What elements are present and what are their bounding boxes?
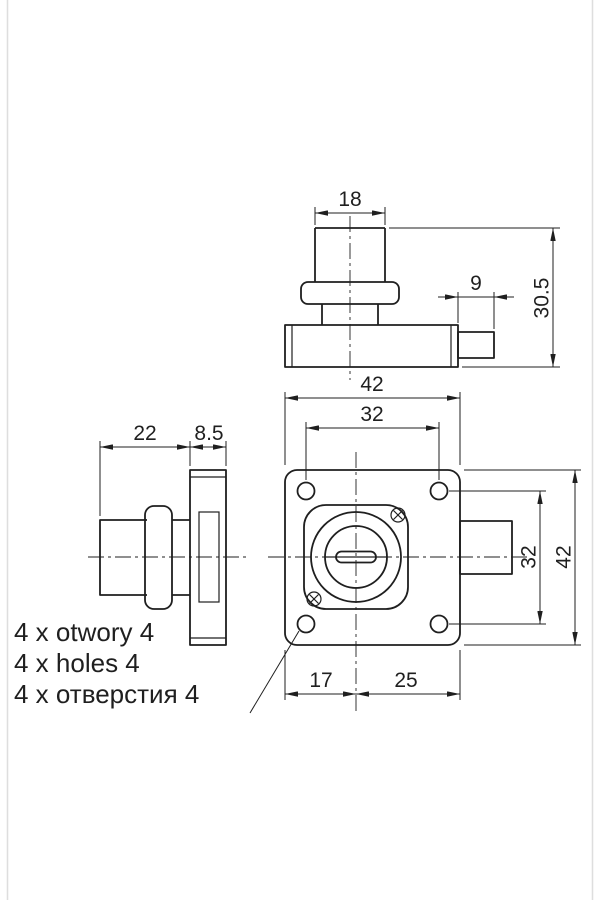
dim-label-42-right: 42 [553, 545, 576, 568]
cylinder-housing [303, 504, 409, 610]
dim-label-30-5: 30.5 [531, 278, 554, 319]
fixing-screw-top-right [390, 507, 406, 523]
dimension-hole-spacing-vertical: 32 [449, 490, 546, 625]
annotation-holes-pl: 4 x otwory 4 [14, 617, 154, 647]
dim-label-17: 17 [309, 669, 332, 692]
dimension-total-height: 30.5 [389, 227, 560, 368]
top-view: 18 9 30.5 [284, 188, 560, 380]
dim-label-32-top: 32 [360, 403, 383, 426]
annotation-leader-line [249, 630, 300, 714]
holes-annotation: 4 x otwory 4 4 x holes 4 4 x отверстия 4 [14, 617, 300, 714]
dimension-hole-spacing-horizontal: 32 [305, 403, 440, 480]
dim-label-32-right: 32 [518, 545, 541, 568]
dim-label-42-top: 42 [360, 373, 383, 396]
dim-label-25: 25 [394, 669, 417, 692]
annotation-holes-en: 4 x holes 4 [14, 648, 140, 678]
dimension-body-depth: 22 [99, 422, 191, 516]
page-frame [6, 0, 594, 900]
dimension-plate-height: 42 [464, 469, 581, 646]
dimension-plate-width: 42 [284, 373, 461, 465]
fixing-screw-bottom-left [306, 591, 322, 607]
dim-label-9: 9 [470, 272, 482, 295]
mounting-hole-top-right [429, 481, 449, 501]
annotation-holes-ru: 4 x отверстия 4 [14, 679, 199, 709]
dimension-cylinder-offsets: 17 25 [284, 650, 461, 700]
dim-label-8-5: 8.5 [194, 422, 223, 445]
dimension-latch-depth: 9 [438, 272, 514, 329]
flange-side [144, 505, 173, 610]
mounting-hole-bottom-right [429, 614, 449, 634]
housing-behind-plate [198, 511, 220, 603]
latch-bolt-top [457, 331, 495, 359]
mounting-hole-top-left [296, 481, 316, 501]
mounting-hole-bottom-left [296, 614, 316, 634]
face-plate-side [189, 469, 227, 646]
lock-body-plate-top [284, 324, 459, 368]
dim-label-18: 18 [338, 188, 361, 211]
cylinder-side [99, 519, 147, 596]
latch-bolt-front [459, 520, 513, 575]
dim-label-22: 22 [133, 422, 156, 445]
cylinder-flange [300, 281, 400, 305]
side-view: 22 8.5 [88, 422, 248, 646]
dimension-plate-thickness: 8.5 [190, 422, 227, 466]
dimension-cylinder-width: 18 [314, 188, 386, 225]
front-view: 42 32 32 42 17 25 [268, 373, 581, 712]
cylinder-outer-circle [310, 511, 402, 603]
